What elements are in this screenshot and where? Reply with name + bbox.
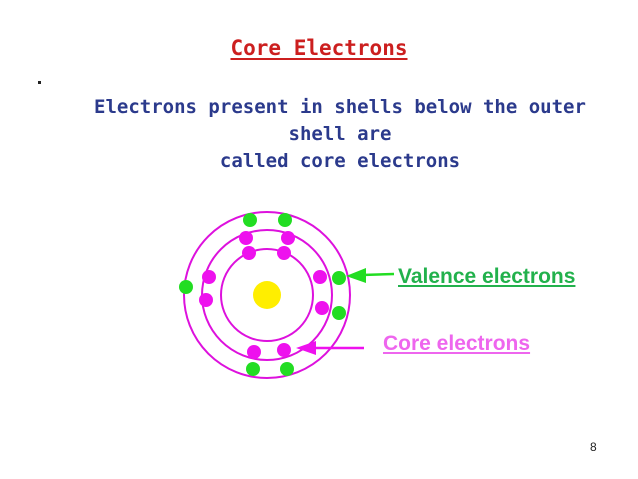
valence-electron	[179, 280, 193, 294]
valence-electron	[332, 306, 346, 320]
core-electrons-label: Core electrons	[383, 332, 531, 355]
valence-electron	[246, 362, 260, 376]
page-number: 8	[590, 440, 597, 454]
definition-text: Electrons present in shells below the ou…	[60, 94, 620, 175]
definition-line-1: Electrons present in shells below the ou…	[94, 96, 586, 118]
core-electron	[242, 246, 256, 260]
valence-electron	[243, 213, 257, 227]
core-electron	[277, 343, 291, 357]
inner-shell	[220, 248, 314, 342]
bullet-dot	[38, 81, 41, 84]
valence-electron	[278, 213, 292, 227]
core-electron	[199, 293, 213, 307]
core-electron	[202, 270, 216, 284]
valence-electron	[280, 362, 294, 376]
core-electron	[281, 231, 295, 245]
nucleus	[253, 281, 281, 309]
core-electrons	[199, 231, 329, 359]
outer-shell	[183, 211, 351, 379]
core-electron	[247, 345, 261, 359]
definition-line-2: shell are	[288, 123, 392, 145]
valence-electrons	[179, 213, 346, 376]
valence-electron	[332, 271, 346, 285]
core-electron	[277, 246, 291, 260]
slide-title: Core Electrons	[0, 36, 638, 60]
core-arrow	[296, 341, 364, 355]
slide-title-text: Core Electrons	[230, 36, 408, 60]
core-electron	[239, 231, 253, 245]
core-electron	[313, 270, 327, 284]
definition-line-3: called core electrons	[219, 150, 461, 172]
valence-electrons-label: Valence electrons	[398, 265, 576, 288]
core-electron	[315, 301, 329, 315]
valence-arrow	[346, 268, 395, 283]
